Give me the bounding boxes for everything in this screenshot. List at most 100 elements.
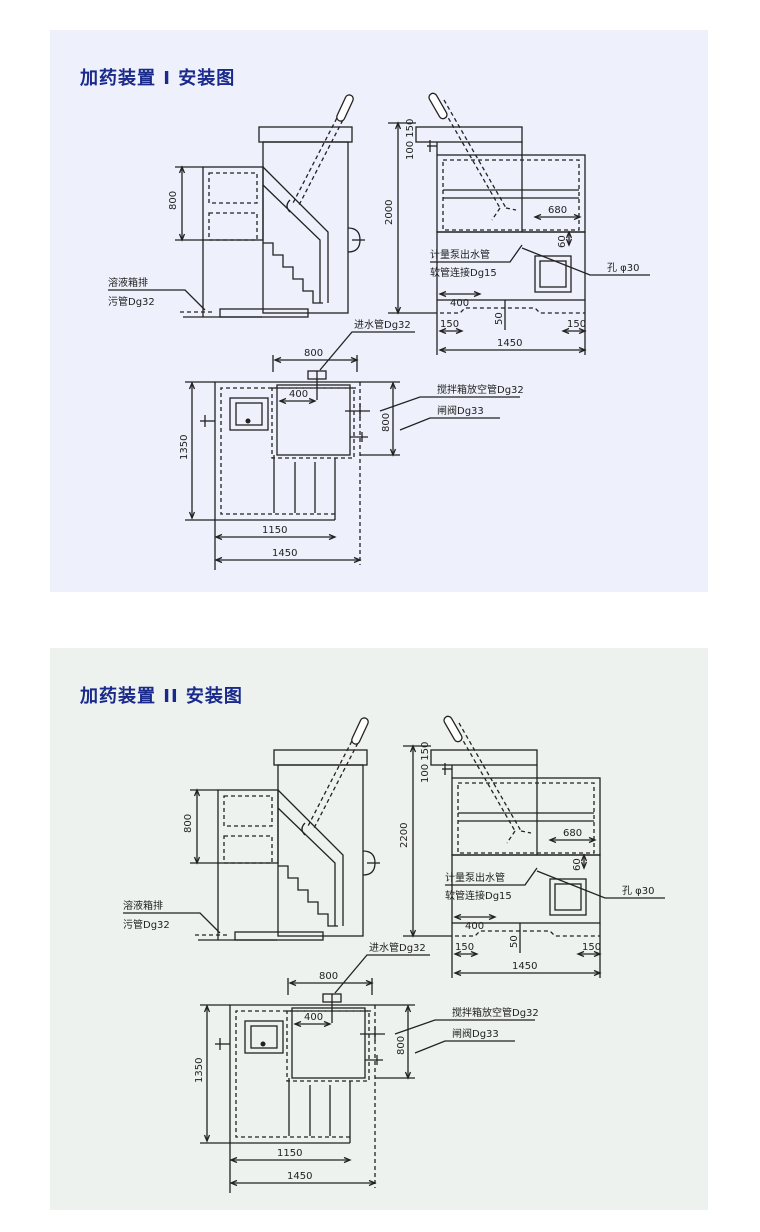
arrow-icon <box>178 233 186 242</box>
arrow-icon <box>353 556 362 564</box>
dim-1450-label: 1450 <box>287 1171 312 1182</box>
arrow-icon <box>214 556 223 564</box>
mixing-tank <box>291 1007 366 1079</box>
arrow-icon <box>203 1134 211 1143</box>
hole <box>539 260 567 288</box>
leader-line <box>445 867 538 886</box>
arrow-icon <box>409 744 417 753</box>
leader-line <box>536 870 665 899</box>
arrow-icon <box>293 1020 302 1028</box>
arrow-icon <box>193 788 201 797</box>
arrow-icon <box>214 533 223 541</box>
dim-800-label: 800 <box>183 814 194 833</box>
leader-line <box>399 417 500 431</box>
gate-valve-label: 闸阀Dg33 <box>437 404 484 417</box>
arrow-icon <box>404 1004 412 1013</box>
arrow-icon <box>288 979 297 987</box>
arrow-icon <box>368 1179 377 1187</box>
arrow-icon <box>455 327 464 335</box>
dim-150-label: 150 <box>582 942 601 953</box>
pipe-route <box>455 930 600 937</box>
outer-wall-inner <box>235 1010 372 1138</box>
arrow-icon <box>278 397 287 405</box>
drain-pipe-label: 搅拌箱放空管Dg32 <box>452 1006 539 1019</box>
arrow-icon <box>308 397 317 405</box>
dim-60-label: 60 <box>557 235 568 248</box>
stirrer-handle-icon <box>443 715 463 743</box>
arrow-icon <box>593 969 602 977</box>
dim-800-side-label: 800 <box>396 1036 407 1055</box>
arrow-icon <box>409 929 417 938</box>
dim-1350-label: 1350 <box>194 1058 205 1083</box>
stirrer-shaft <box>443 99 507 209</box>
arrow-icon <box>394 306 402 315</box>
outer-wall <box>214 381 360 521</box>
dim-50-label: 50 <box>509 935 520 948</box>
handrail <box>262 166 329 303</box>
hole-frame <box>549 878 587 916</box>
stirrer-hook <box>286 199 291 213</box>
arrow-icon <box>578 346 587 354</box>
hole-label: 孔 φ30 <box>607 262 640 274</box>
frame <box>436 154 586 233</box>
stirrer-shaft <box>306 734 356 829</box>
shelf-upper <box>223 795 273 827</box>
stirrer-shaft <box>458 722 522 832</box>
arrow-icon <box>438 346 447 354</box>
dim-top-label: 100 150 <box>420 742 431 783</box>
hatch-dot <box>260 1041 266 1047</box>
dim-total-height-label: 2200 <box>399 823 410 848</box>
arrow-icon <box>404 1071 412 1080</box>
arrow-icon <box>273 356 282 364</box>
arrow-icon <box>343 1156 352 1164</box>
drain-label: 污管Dg32 <box>108 295 155 308</box>
dim-total-height-label: 2000 <box>384 200 395 225</box>
dim-150-label: 150 <box>455 942 474 953</box>
leader-line <box>123 912 221 934</box>
arrow-icon <box>188 511 196 520</box>
pump-outlet-label: 计量泵出水管 <box>430 248 490 261</box>
arrow-icon <box>178 165 186 174</box>
stirrer-shaft <box>291 111 341 206</box>
dim-1350-label: 1350 <box>179 435 190 460</box>
leader-line <box>108 289 206 311</box>
hatch-frame <box>229 397 269 431</box>
pipe-route <box>440 307 585 314</box>
leader-line <box>521 247 650 276</box>
arrow-icon <box>438 290 447 298</box>
stirrer-hook <box>301 822 306 836</box>
leader-line <box>319 331 415 371</box>
arrow-icon <box>229 1179 238 1187</box>
arrow-icon <box>565 238 573 247</box>
arrow-icon <box>188 381 196 390</box>
mixing-tank-frame <box>286 1010 370 1082</box>
leader-line <box>334 954 430 994</box>
stairs <box>278 865 338 927</box>
dim-400-label: 400 <box>465 921 484 932</box>
dim-1450-label: 1450 <box>512 961 537 972</box>
arrow-icon <box>473 290 482 298</box>
dim-400-label: 400 <box>450 298 469 309</box>
arrow-icon <box>580 853 588 862</box>
inlet-label: 进水管Dg32 <box>369 941 426 954</box>
dim-50-label: 50 <box>494 312 505 325</box>
outer-wall <box>229 1004 375 1144</box>
shelf-lower <box>223 835 273 864</box>
leader-line <box>414 1040 515 1054</box>
arrow-icon <box>323 1020 332 1028</box>
dim-1450-label: 1450 <box>272 548 297 559</box>
arrow-icon <box>203 1004 211 1013</box>
pump-outlet-label: 计量泵出水管 <box>445 871 505 884</box>
stirrer-shaft <box>297 113 347 208</box>
stirrer-shaft <box>312 736 362 831</box>
mixing-tank <box>276 384 351 456</box>
hatch <box>235 402 263 426</box>
hole-label: 孔 φ30 <box>622 885 655 897</box>
arrow-icon <box>389 448 397 457</box>
